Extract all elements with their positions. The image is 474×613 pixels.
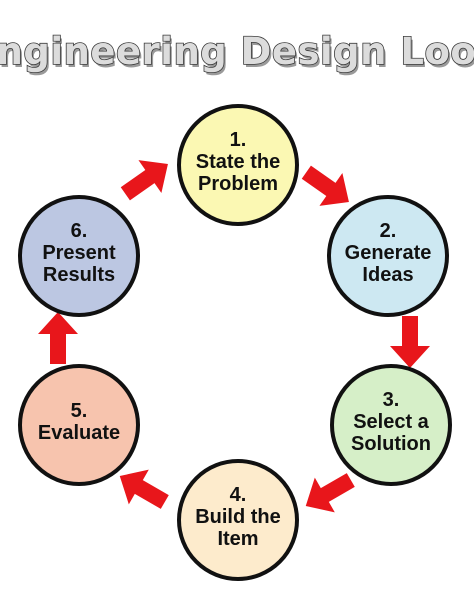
step-5-label: 5.Evaluate (38, 400, 120, 444)
step-1-circle (177, 104, 299, 226)
step-5-node: 5.Evaluate (18, 364, 140, 486)
step-5-circle (18, 364, 140, 486)
arrow-6-to-1 (120, 160, 168, 201)
step-3-line-3: Solution (351, 433, 431, 455)
step-3-line-2: Select a (353, 411, 429, 433)
step-2-line-3: Ideas (362, 264, 413, 286)
step-6-line-2: Present (42, 242, 116, 264)
step-3-line-1: 3. (383, 389, 400, 411)
step-2-line-2: Generate (345, 242, 432, 264)
step-3-circle (330, 364, 452, 486)
step-6-line-3: Results (43, 264, 115, 286)
step-5-line-1: 5. (71, 400, 88, 422)
step-2-circle (327, 195, 449, 317)
step-1-line-2: State the (196, 151, 280, 173)
step-5-line-2: Evaluate (38, 422, 120, 444)
title-group: Engineering Design Loop Engineering Desi… (0, 29, 474, 76)
diagram-title-shadow: Engineering Design Loop (0, 33, 474, 76)
step-6-line-1: 6. (71, 220, 88, 242)
arrow-4-to-5 (119, 469, 169, 509)
step-4-line-2: Build the (195, 506, 281, 528)
step-6-circle (18, 195, 140, 317)
step-1-line-3: Problem (198, 173, 278, 195)
arrow-3-to-4 (305, 473, 355, 513)
arrows-group (38, 160, 430, 513)
arrow-5-to-6 (38, 312, 78, 364)
step-4-line-3: Item (217, 528, 258, 550)
step-4-circle (177, 459, 299, 581)
step-1-line-1: 1. (230, 129, 247, 151)
diagram-title: Engineering Design Loop (0, 30, 474, 73)
arrow-1-to-2 (301, 165, 349, 206)
arrow-2-to-3 (390, 316, 430, 368)
step-4-line-1: 4. (230, 484, 247, 506)
step-2-line-1: 2. (380, 220, 397, 242)
